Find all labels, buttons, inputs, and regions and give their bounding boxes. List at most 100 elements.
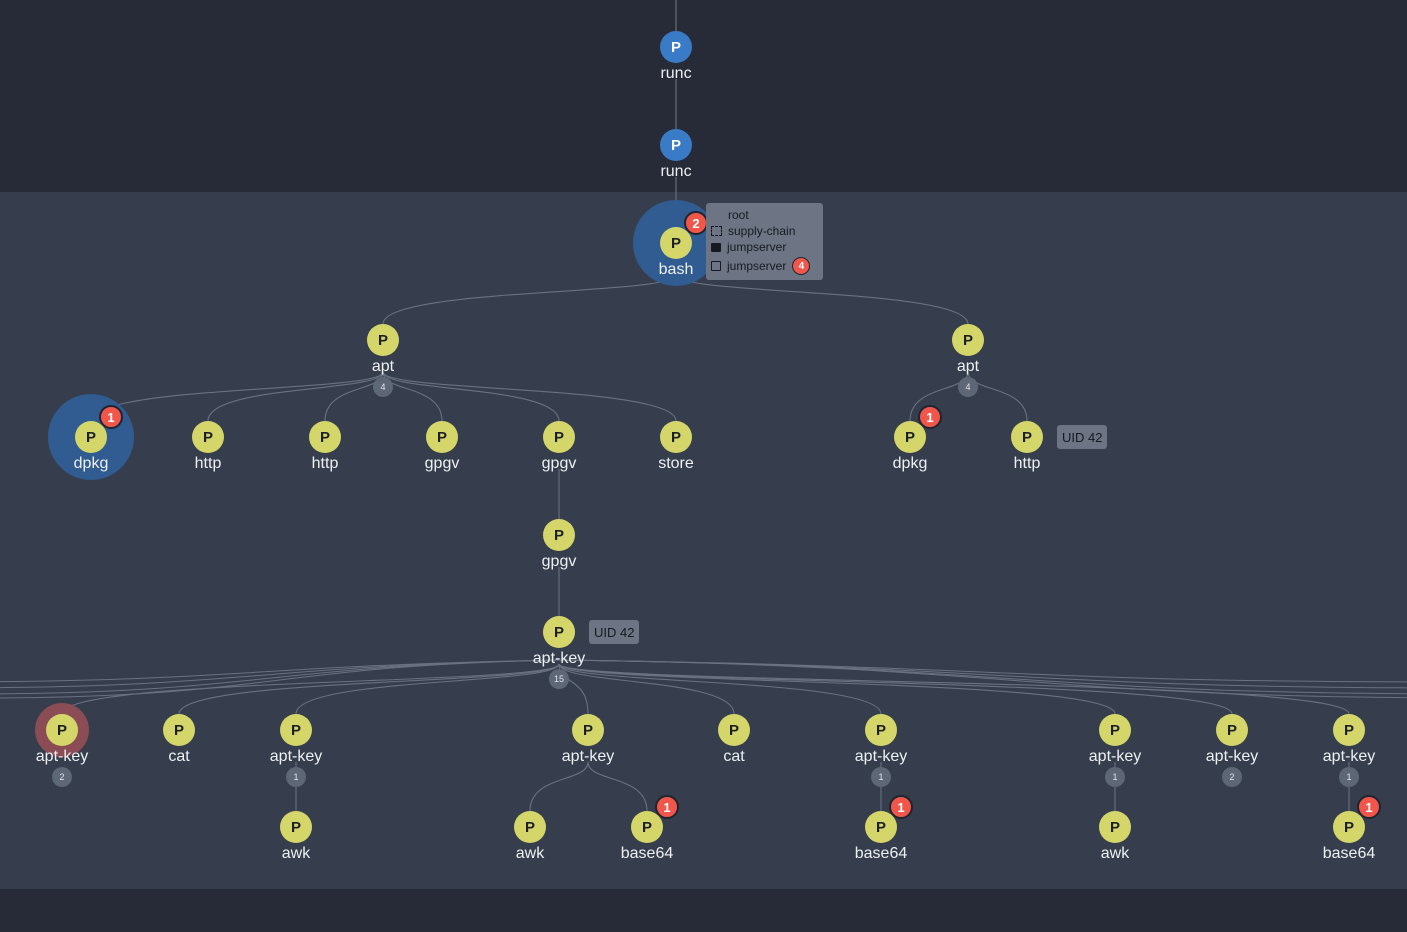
process-name: apt [371, 358, 395, 375]
process-name: apt-key [269, 748, 323, 765]
child-count-badge[interactable]: 4 [373, 377, 393, 397]
child-count-badge[interactable]: 4 [958, 377, 978, 397]
process-icon[interactable]: P [543, 519, 575, 551]
process-icon[interactable]: P [309, 421, 341, 453]
process-icon[interactable]: P [865, 714, 897, 746]
process-icon[interactable]: P [1099, 714, 1131, 746]
process-icon[interactable]: P [192, 421, 224, 453]
child-count-badge[interactable]: 1 [286, 767, 306, 787]
edge-offscreen-3 [0, 659, 560, 699]
process-name: dpkg [73, 455, 109, 472]
process-icon[interactable]: P [572, 714, 604, 746]
child-count-badge[interactable]: 15 [549, 669, 569, 689]
edge-n14-n19 [558, 663, 735, 715]
edge-n14-n15 [61, 663, 560, 715]
process-icon[interactable]: P [718, 714, 750, 746]
process-icon[interactable]: P [426, 421, 458, 453]
uid-badge: UID 42 [1057, 425, 1108, 449]
container-icon [711, 261, 721, 271]
session-icon [711, 226, 722, 236]
process-name: apt-key [532, 650, 586, 667]
process-icon[interactable]: P [660, 227, 692, 259]
process-name: apt-key [1088, 748, 1142, 765]
process-name: runc [660, 65, 692, 82]
alert-badge[interactable]: 2 [684, 211, 708, 235]
edge-n14-n21 [558, 663, 1116, 715]
process-icon[interactable]: P [163, 714, 195, 746]
edge-n14-n22 [558, 663, 1233, 715]
process-icon[interactable]: P [280, 811, 312, 843]
edge-n14-n23 [558, 663, 1350, 715]
process-icon[interactable]: P [894, 421, 926, 453]
uid-badge: UID 42 [589, 620, 640, 644]
user-icon [711, 210, 722, 221]
alert-badge[interactable]: 1 [918, 405, 942, 429]
process-name: apt-key [1322, 748, 1376, 765]
process-name: dpkg [892, 455, 928, 472]
process-icon[interactable]: P [1216, 714, 1248, 746]
process-icon[interactable]: P [46, 714, 78, 746]
edge-offscreen-7 [558, 659, 1407, 699]
process-icon[interactable]: P [1333, 811, 1365, 843]
child-count-badge[interactable]: 1 [871, 767, 891, 787]
process-icon[interactable]: P [660, 129, 692, 161]
details-user-text: root [728, 208, 749, 222]
process-name: awk [515, 845, 545, 862]
process-icon[interactable]: P [952, 324, 984, 356]
child-count-badge[interactable]: 2 [52, 767, 72, 787]
edge-n3-n10 [382, 371, 677, 422]
process-icon[interactable]: P [543, 616, 575, 648]
details-row-session: supply-chain [711, 223, 795, 239]
alert-badge[interactable]: 1 [889, 795, 913, 819]
child-count-badge[interactable]: 1 [1105, 767, 1125, 787]
process-icon[interactable]: P [660, 421, 692, 453]
alert-badge[interactable]: 1 [655, 795, 679, 819]
child-count-badge[interactable]: 2 [1222, 767, 1242, 787]
process-name: http [1013, 455, 1041, 472]
process-icon[interactable]: P [280, 714, 312, 746]
process-name: gpgv [541, 553, 577, 570]
edge-n2-n4 [675, 274, 969, 325]
edge-n14-n16 [178, 663, 560, 715]
alert-badge[interactable]: 1 [1357, 795, 1381, 819]
edge-n3-n5 [90, 371, 384, 422]
process-name: cat [723, 748, 745, 765]
process-icon[interactable]: P [543, 421, 575, 453]
process-name: apt-key [1205, 748, 1259, 765]
details-row-user: root [711, 207, 749, 223]
process-icon[interactable]: P [1011, 421, 1043, 453]
edge-n14-n20 [558, 663, 882, 715]
edge-n14-n17 [295, 663, 560, 715]
process-icon[interactable]: P [660, 31, 692, 63]
session-band [0, 192, 1407, 889]
edge-n18-n26 [587, 761, 648, 812]
process-icon[interactable]: P [367, 324, 399, 356]
edge-offscreen-0 [0, 659, 560, 683]
process-name: awk [281, 845, 311, 862]
process-name: apt [956, 358, 980, 375]
edge-offscreen-4 [558, 659, 1407, 683]
edge-offscreen-1 [0, 659, 560, 689]
process-name: bash [658, 261, 694, 278]
process-name: apt-key [854, 748, 908, 765]
process-icon[interactable]: P [514, 811, 546, 843]
alert-badge[interactable]: 1 [99, 405, 123, 429]
edge-n3-n9 [382, 371, 560, 422]
process-name: gpgv [541, 455, 577, 472]
process-name: http [311, 455, 339, 472]
process-icon[interactable]: P [1099, 811, 1131, 843]
details-host-text: jumpserver [727, 240, 787, 254]
process-name: http [194, 455, 222, 472]
process-icon[interactable]: P [75, 421, 107, 453]
process-icon[interactable]: P [631, 811, 663, 843]
process-icon[interactable]: P [1333, 714, 1365, 746]
process-icon[interactable]: P [865, 811, 897, 843]
details-session-text: supply-chain [728, 224, 796, 238]
process-name: base64 [620, 845, 674, 862]
container-alert-badge[interactable]: 4 [792, 257, 811, 275]
process-name: apt-key [561, 748, 615, 765]
child-count-badge[interactable]: 1 [1339, 767, 1359, 787]
process-name: runc [660, 163, 692, 180]
